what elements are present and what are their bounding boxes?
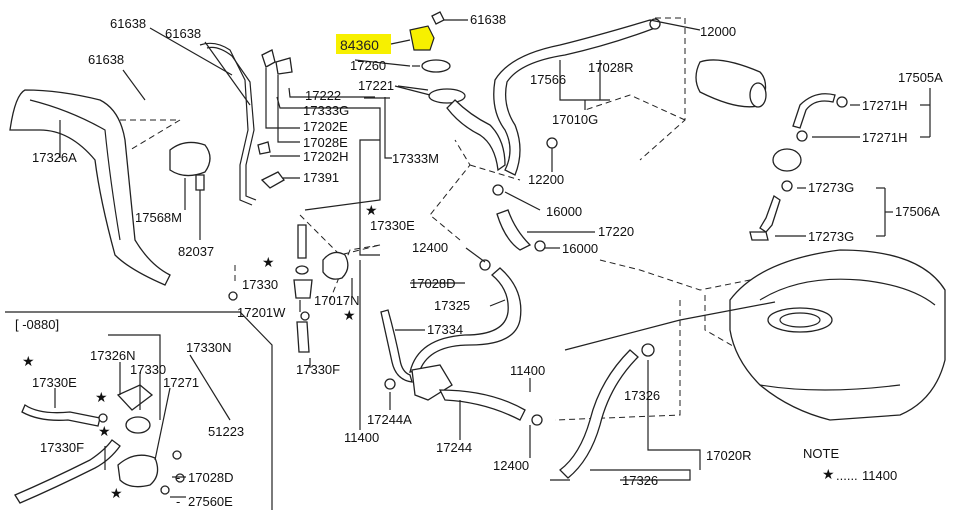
part-labels: 61638 61638 61638 61638 12000 17260 1722… bbox=[32, 12, 943, 488]
label-17326: 17326 bbox=[622, 473, 658, 488]
label-17330E: 17330E bbox=[32, 375, 77, 390]
label-11400: 11400 bbox=[344, 430, 379, 445]
label-17028R: 17028R bbox=[588, 60, 634, 75]
note-title: NOTE bbox=[803, 446, 839, 461]
label-17028D: 17028D bbox=[410, 276, 456, 291]
label-17325: 17325 bbox=[434, 298, 470, 313]
label-17201W: 17201W bbox=[237, 305, 286, 320]
label-17202E: 17202E bbox=[303, 119, 348, 134]
label-17566: 17566 bbox=[530, 72, 566, 87]
highlight-box bbox=[336, 34, 391, 54]
note-dots: ...... bbox=[836, 468, 858, 483]
leader-lines bbox=[59, 19, 931, 481]
label-dash: - bbox=[176, 470, 180, 485]
label-17222: 17222 bbox=[305, 88, 341, 103]
label-17326: 17326 bbox=[624, 388, 660, 403]
label-17568M: 17568M bbox=[135, 210, 182, 225]
label-17273G: 17273G bbox=[808, 180, 854, 195]
label-17330F: 17330F bbox=[296, 362, 340, 377]
filler-neck-hose bbox=[446, 99, 532, 251]
label-17271H: 17271H bbox=[862, 98, 908, 113]
label-61638: 61638 bbox=[110, 16, 146, 31]
label-17326A: 17326A bbox=[32, 150, 77, 165]
bracket-17568M bbox=[169, 141, 211, 191]
svg-text:★: ★ bbox=[365, 202, 378, 218]
fuel-filter bbox=[695, 59, 848, 241]
svg-text:★: ★ bbox=[95, 389, 108, 405]
label-17333G: 17333G bbox=[303, 103, 349, 118]
label-17017N: 17017N bbox=[314, 293, 360, 308]
label-61638: 61638 bbox=[165, 26, 201, 41]
heat-shield-17326A bbox=[9, 89, 171, 286]
label-16000: 16000 bbox=[546, 204, 582, 219]
star-markers: ★ ★ ★ ★ ★ ★ ★ ★ bbox=[22, 202, 835, 501]
label-17010G: 17010G bbox=[552, 112, 598, 127]
label-51223: 51223 bbox=[208, 424, 244, 439]
label-17020R: 17020R bbox=[706, 448, 752, 463]
label-17505A: 17505A bbox=[898, 70, 943, 85]
canister-parts bbox=[228, 224, 349, 353]
label-61638: 61638 bbox=[470, 12, 506, 27]
label-17391: 17391 bbox=[303, 170, 339, 185]
label-17271H: 17271H bbox=[862, 130, 908, 145]
label-17330: 17330 bbox=[130, 362, 166, 377]
fuel-tank bbox=[729, 249, 946, 421]
label-17028D: 17028D bbox=[188, 470, 234, 485]
fuel-filler-top bbox=[397, 11, 468, 104]
label-17273G: 17273G bbox=[808, 229, 854, 244]
label-12200: 12200 bbox=[528, 172, 564, 187]
inset-parts bbox=[14, 384, 185, 504]
label-17028E: 17028E bbox=[303, 135, 348, 150]
label-82037: 82037 bbox=[178, 244, 214, 259]
inset-border bbox=[5, 311, 273, 510]
label-12000: 12000 bbox=[700, 24, 736, 39]
label-61638: 61638 bbox=[88, 52, 124, 67]
label-17260: 17260 bbox=[350, 58, 386, 73]
label-17220: 17220 bbox=[598, 224, 634, 239]
note-value: 11400 bbox=[862, 468, 897, 483]
label-dash: - bbox=[176, 494, 180, 509]
svg-text:★: ★ bbox=[822, 466, 835, 482]
highlighted-part-84360[interactable]: 84360 bbox=[336, 25, 435, 54]
label-17271: 17271 bbox=[163, 375, 199, 390]
label-17202H: 17202H bbox=[303, 149, 349, 164]
label-17334: 17334 bbox=[427, 322, 463, 337]
label-17330F: 17330F bbox=[40, 440, 84, 455]
label-16000: 16000 bbox=[562, 241, 598, 256]
inset-range: [ -0880] bbox=[15, 317, 59, 332]
label-17330N: 17330N bbox=[186, 340, 232, 355]
svg-text:★: ★ bbox=[110, 485, 123, 501]
label-17326N: 17326N bbox=[90, 348, 136, 363]
label-17221: 17221 bbox=[358, 78, 394, 93]
svg-text:★: ★ bbox=[22, 353, 35, 369]
svg-text:★: ★ bbox=[262, 254, 275, 270]
svg-text:★: ★ bbox=[343, 307, 356, 323]
label-11400: 11400 bbox=[510, 363, 545, 378]
label-17330: 17330 bbox=[242, 277, 278, 292]
inset-leader-lines bbox=[54, 334, 231, 498]
label-17506A: 17506A bbox=[895, 204, 940, 219]
svg-text:★: ★ bbox=[98, 423, 111, 439]
label-17330E: 17330E bbox=[370, 218, 415, 233]
center-hoses bbox=[380, 184, 546, 426]
label-17333M: 17333M bbox=[392, 151, 439, 166]
label-12400: 12400 bbox=[493, 458, 529, 473]
label-17244: 17244 bbox=[436, 440, 472, 455]
part-label-84360: 84360 bbox=[340, 37, 379, 53]
label-17244A: 17244A bbox=[367, 412, 412, 427]
label-12400: 12400 bbox=[412, 240, 448, 255]
inset-labels: [ -0880] 17326N 17330N 17330 17271 17330… bbox=[15, 317, 244, 509]
right-hoses bbox=[550, 301, 776, 481]
label-27560E: 27560E bbox=[188, 494, 233, 509]
